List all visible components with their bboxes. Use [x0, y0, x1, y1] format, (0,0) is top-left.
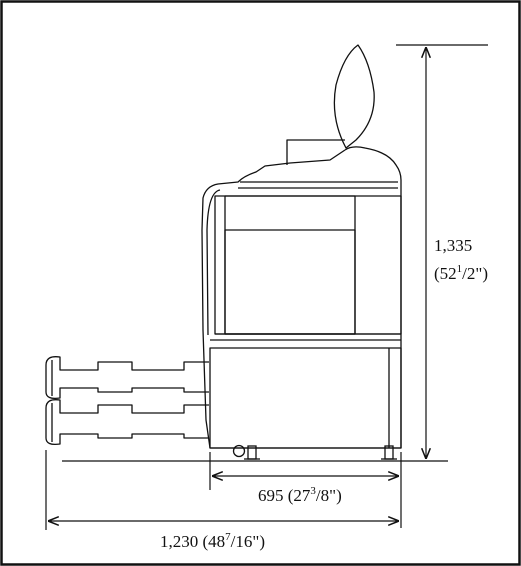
total-width-dimension [46, 450, 399, 530]
document-feeder-tray [334, 45, 374, 148]
upper-drawer [46, 357, 209, 399]
front-caster-wheel [234, 446, 245, 457]
height-value-label: 1,335 [434, 236, 472, 255]
depth-label: 695 (273/8") [258, 485, 342, 505]
machine-body-outline [202, 150, 401, 448]
side-panel [215, 196, 401, 334]
paper-drawers-extended [46, 357, 209, 445]
side-panel-inner [225, 196, 355, 334]
side-panel-window [225, 230, 355, 334]
machine-front-panel [207, 190, 220, 335]
copier-side-view [202, 45, 401, 448]
height-inches-label: (521/2") [434, 263, 488, 283]
scanner-top [345, 147, 401, 180]
total-width-label: 1,230 (487/16") [160, 531, 265, 551]
lower-drawer [46, 400, 209, 445]
lower-cabinet [210, 348, 401, 448]
